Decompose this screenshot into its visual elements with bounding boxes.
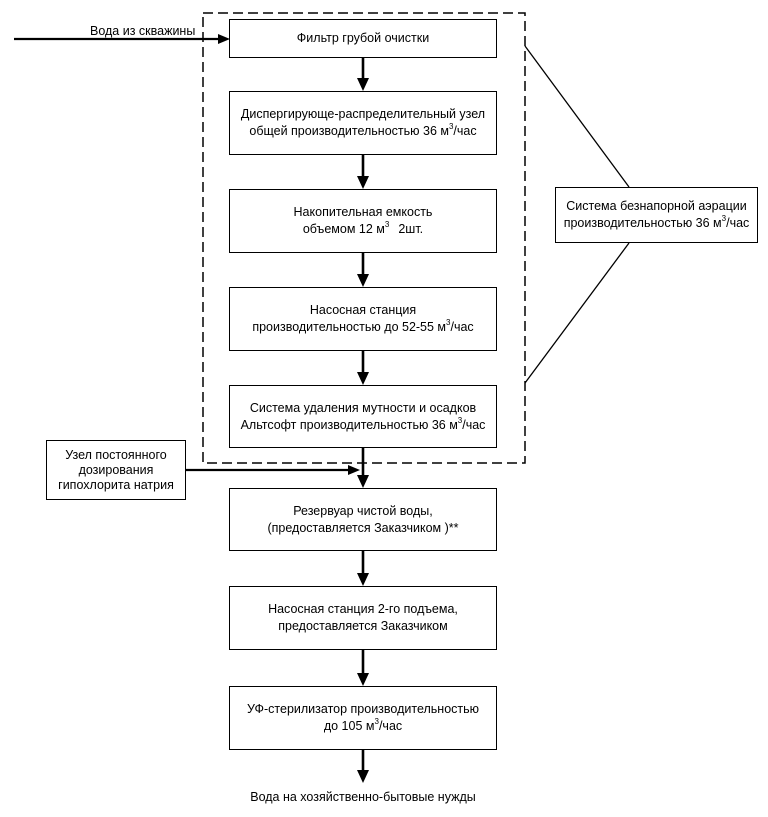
aeration-system-box: Система безнапорной аэрации производител… — [555, 187, 758, 243]
pump-station-box: Насосная станция производительностью до … — [229, 287, 497, 351]
uv-sterilizer-line2: до 105 м3/час — [323, 717, 403, 734]
input-arrowhead — [218, 34, 230, 44]
flow-arrow-5 — [357, 448, 369, 488]
flow-arrow-6 — [357, 551, 369, 586]
dispersing-unit-line1: Диспергирующе-распределительный узел — [240, 107, 486, 121]
clean-water-tank-box: Резервуар чистой воды, (предоставляется … — [229, 488, 497, 551]
second-lift-pump-line1: Насосная станция 2-го подъема, — [268, 602, 458, 616]
turbidity-removal-line2: Альтсофт производительностью 36 м3/час — [240, 415, 486, 432]
output-water-label: Вода на хозяйственно-бытовые нужды — [250, 790, 476, 804]
flow-arrow-8 — [357, 750, 369, 783]
dosing-arrowhead — [348, 465, 360, 475]
dosing-unit-line1: Узел постоянного — [65, 447, 167, 462]
flow-arrow-4 — [357, 351, 369, 385]
pump-station-line1: Насосная станция — [309, 303, 417, 317]
pump-station-line2: производительностью до 52-55 м3/час — [252, 318, 474, 335]
clean-water-tank-line2: (предоставляется Заказчиком )** — [267, 520, 459, 535]
turbidity-removal-line1: Система удаления мутности и осадков — [249, 400, 477, 415]
aeration-system-line1: Система безнапорной аэрации — [566, 199, 747, 213]
uv-sterilizer-line1: УФ-стерилизатор производительностью — [246, 702, 480, 716]
input-water-label: Вода из скважины — [90, 24, 196, 38]
aeration-bracket-top — [524, 45, 630, 188]
uv-sterilizer-box: УФ-стерилизатор производительностью до 1… — [229, 686, 497, 750]
turbidity-removal-box: Система удаления мутности и осадков Альт… — [229, 385, 497, 448]
flow-arrow-2 — [357, 155, 369, 189]
second-lift-pump-line2: предоставляется Заказчиком — [278, 619, 448, 633]
dosing-unit-line3: гипохлорита натрия — [58, 477, 174, 492]
flow-arrow-3 — [357, 253, 369, 287]
flow-arrow-7 — [357, 650, 369, 686]
dosing-unit-line2: дозирования — [78, 462, 154, 477]
dosing-unit-box: Узел постоянного дозирования гипохлорита… — [46, 440, 186, 500]
aeration-system-line2: производительностью 36 м3/час — [563, 214, 750, 231]
flow-arrow-1 — [357, 58, 369, 91]
coarse-filter-box: Фильтр грубой очистки — [229, 19, 497, 58]
dispersing-unit-box: Диспергирующе-распределительный узел общ… — [229, 91, 497, 155]
clean-water-tank-line1: Резервуар чистой воды, — [293, 503, 433, 518]
dispersing-unit-line2: общей производительностью 36 м3/час — [249, 122, 477, 139]
storage-tank-line1: Накопительная емкость — [293, 205, 433, 219]
aeration-bracket-bottom — [524, 242, 630, 384]
second-lift-pump-box: Насосная станция 2-го подъема, предостав… — [229, 586, 497, 650]
coarse-filter-label: Фильтр грубой очистки — [296, 31, 430, 45]
